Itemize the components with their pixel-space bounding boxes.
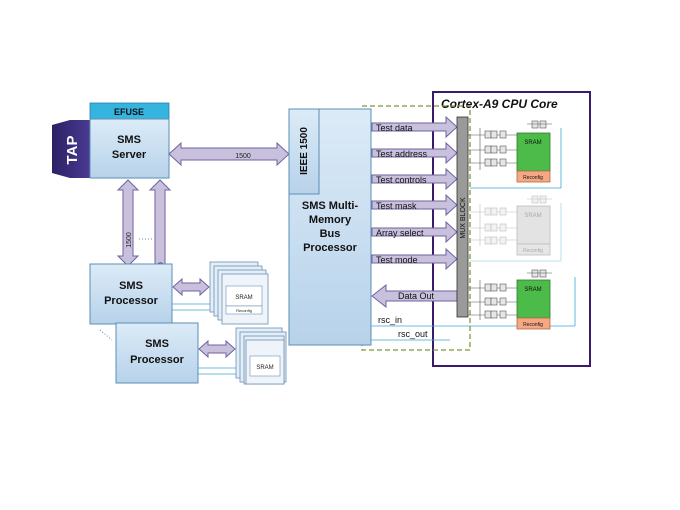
- tap-label: TAP: [64, 136, 81, 165]
- bus-1500-arrow: [168, 141, 290, 167]
- proc2-sram-arrow: [198, 339, 236, 359]
- sram-stack-1-label: SRAM: [235, 295, 252, 301]
- sms-processor-1: [89, 263, 173, 325]
- core-sram-1-wiring: [468, 120, 552, 170]
- sms-processor-1-line2: Processor: [104, 295, 159, 307]
- bus-processor-line2: Memory: [309, 214, 352, 226]
- signal-test-address: Test address: [371, 141, 458, 165]
- sms-processor-2: [115, 322, 199, 384]
- signal-array-select: Array select: [371, 220, 458, 244]
- sms-server-block: [89, 118, 170, 179]
- sram-stack-1: [209, 261, 269, 325]
- signal-test-controls: Test controls: [371, 167, 458, 191]
- core-sram-2-label: SRAM: [524, 213, 541, 219]
- mux-label: MUX BLOCK: [460, 197, 467, 239]
- sms-server-line1: SMS: [117, 134, 141, 146]
- rsc-out-label: rsc_out: [398, 329, 428, 339]
- svg-text:Test mode: Test mode: [376, 255, 418, 265]
- svg-text:Test mask: Test mask: [376, 201, 417, 211]
- sms-processor-1-line1: SMS: [119, 280, 143, 292]
- signal-test-mask: Test mask: [371, 193, 458, 217]
- svg-text:Array select: Array select: [376, 228, 424, 238]
- core-sram-3-wiring: [468, 269, 552, 320]
- svg-text:Test address: Test address: [376, 149, 428, 159]
- bus-processor-line1: SMS Multi-: [302, 200, 359, 212]
- bus-processor-line3: Bus: [320, 228, 341, 240]
- cpu-core-frame: [432, 91, 591, 367]
- sms-processor-2-line1: SMS: [145, 338, 169, 350]
- data-out-label: Data Out: [398, 291, 435, 301]
- sram-stack-1-reconfig: Reconfig: [236, 308, 252, 313]
- data-out-arrow: [371, 283, 458, 309]
- core-sram-1-reconfig-label: Reconfig: [523, 175, 543, 181]
- cpu-core-title: Cortex-A9 CPU Core: [441, 97, 558, 111]
- core-sram-2-wiring: [468, 195, 552, 246]
- bus-processor-line4: Processor: [303, 242, 358, 254]
- sms-processor-2-line2: Processor: [130, 354, 185, 366]
- core-sram-1-label: SRAM: [524, 140, 541, 146]
- signal-test-mode: Test mode: [371, 247, 458, 271]
- vbus-left-label: 1500: [126, 232, 133, 248]
- svg-text:Test data: Test data: [376, 123, 413, 133]
- core-sram-1-reconfig: [516, 170, 551, 183]
- bus-1500-label: 1500: [235, 153, 251, 160]
- core-sram-2-reconfig: [516, 243, 551, 256]
- ieee-1500-block: [288, 108, 320, 195]
- core-sram-3-label: SRAM: [524, 287, 541, 293]
- tap-block: [52, 120, 90, 178]
- proc1-sram-arrow: [172, 277, 210, 297]
- core-sram-2-reconfig-label: Reconfig: [523, 248, 543, 254]
- rsc-in-label: rsc_in: [378, 315, 402, 325]
- sms-server-line2: Server: [112, 149, 147, 161]
- core-sram-2: [516, 205, 551, 245]
- efuse-label: EFUSE: [114, 107, 144, 117]
- signal-test-data: Test data: [371, 115, 458, 139]
- sram-stack-2: [235, 327, 287, 385]
- core-sram-3: [516, 279, 551, 319]
- vbus-left-arrow: [116, 179, 140, 267]
- core-sram-1: [516, 132, 551, 172]
- sram-stack-2-label: SRAM: [256, 365, 273, 371]
- svg-text:Test controls: Test controls: [376, 175, 427, 185]
- core-sram-3-reconfig: [516, 317, 551, 330]
- ieee-1500-label: IEEE 1500: [299, 127, 310, 175]
- core-sram-3-reconfig-label: Reconfig: [523, 322, 543, 328]
- mux-block: [456, 116, 469, 318]
- processor-dots: [99, 329, 113, 341]
